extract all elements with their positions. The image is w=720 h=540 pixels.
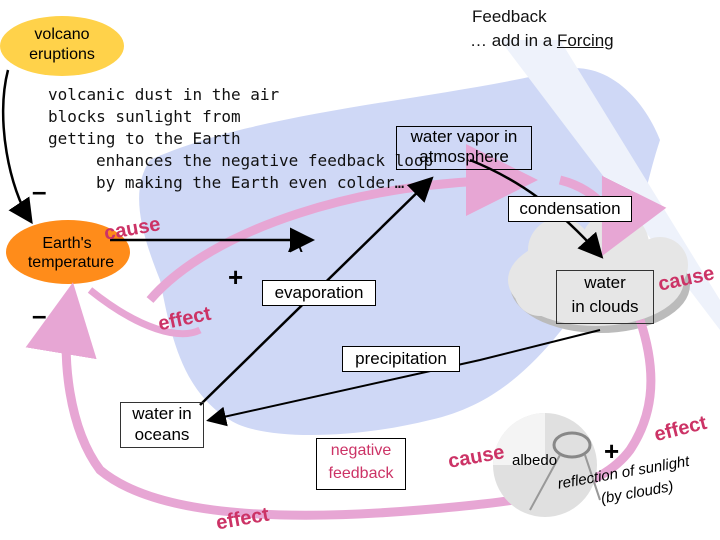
- condensation-node: condensation: [508, 196, 632, 222]
- arrow-volcano-earth: [1, 69, 33, 225]
- clouds-line-2: in clouds: [571, 297, 639, 316]
- neg-feedback-line-1: negative: [330, 442, 392, 459]
- feedback-loop: [146, 144, 538, 303]
- precipitation-node: precipitation: [342, 346, 460, 372]
- marker-a: A: [288, 232, 303, 257]
- title-line-2: … add in a Forcing: [470, 30, 614, 51]
- water-in-oceans-node: water in oceans: [120, 402, 204, 448]
- annotation-line-2: blocks sunlight from: [48, 107, 241, 126]
- minus-sign-earth: –: [32, 300, 47, 330]
- evaporation-node: evaporation: [262, 280, 376, 306]
- annotation-line-5: by making the Earth even colder…: [96, 173, 405, 192]
- negative-feedback-node: negative feedback: [316, 438, 406, 490]
- plus-sign-evaporation: +: [228, 262, 244, 292]
- volcanic-dust-annotation: volcanic dust in the air blocks sunlight…: [48, 84, 433, 194]
- reflector-glyph: [552, 431, 592, 459]
- minus-sign-volcano: –: [32, 176, 47, 206]
- arrow-clouds-oceans: [206, 329, 601, 427]
- volcano-ellipse: [0, 16, 124, 76]
- earth-line-1: Earth's: [42, 235, 92, 252]
- neg-feedback-line-2: feedback: [328, 465, 394, 482]
- title-forcing-link[interactable]: Forcing: [556, 31, 614, 50]
- cloud-shape: [508, 211, 690, 333]
- annotation-line-1: volcanic dust in the air: [48, 85, 280, 104]
- volcano-eruptions-label: volcano eruptions: [0, 25, 124, 65]
- title-prefix: … add in a: [470, 31, 557, 50]
- oceans-line-1: water in: [132, 404, 192, 423]
- annotation-line-4: enhances the negative feedback loop: [96, 151, 434, 170]
- volcano-line-1: volcano: [34, 26, 90, 43]
- water-vapor-line-1: water vapor in: [410, 127, 518, 146]
- clouds-line-1: water: [584, 273, 626, 292]
- water-vapor-line-2: atmosphere: [419, 147, 509, 166]
- albedo-label: albedo: [512, 452, 558, 469]
- annotation-line-3: getting to the Earth: [48, 129, 241, 148]
- volcano-line-2: eruptions: [29, 46, 95, 63]
- water-vapor-node: water vapor in atmosphere: [396, 126, 532, 170]
- title-line-1: Feedback: [472, 7, 547, 26]
- water-in-clouds-node: water in clouds: [556, 270, 654, 324]
- oceans-line-2: oceans: [134, 425, 190, 444]
- plus-sign-albedo: +: [604, 436, 620, 466]
- earth-line-2: temperature: [27, 254, 115, 271]
- earth-line-1-wrap: Earth's: [16, 234, 126, 253]
- earth-temperature-node: Earth's temperature: [16, 234, 126, 272]
- earth-ellipse: [6, 220, 130, 284]
